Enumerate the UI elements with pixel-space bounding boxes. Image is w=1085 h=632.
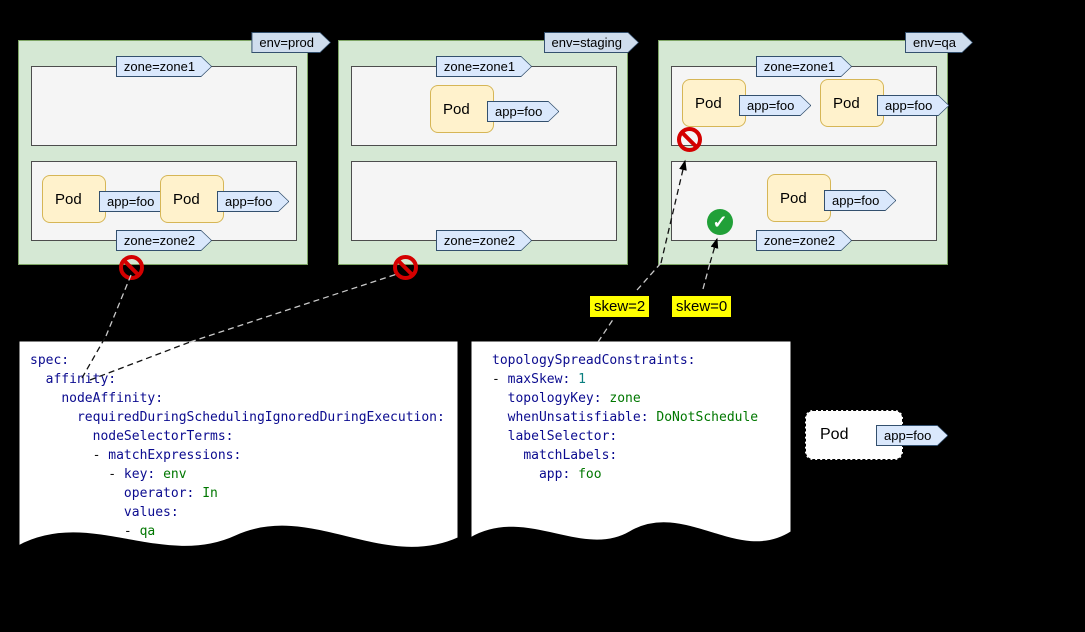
dashed-connector bbox=[189, 273, 398, 343]
skew-2-label: skew=2 bbox=[590, 296, 650, 317]
app-foo-tag: app=foo bbox=[876, 425, 948, 446]
zone2-tag: zone=zone2 bbox=[436, 230, 532, 251]
zone1-tag: zone=zone1 bbox=[756, 56, 852, 77]
topologyspread-yaml-code: topologySpreadConstraints:- maxSkew: 1 t… bbox=[492, 353, 759, 482]
env-prod-tag: env=prod bbox=[251, 32, 331, 53]
cluster-staging: env=staging zone=zone1 Pod app=foo zone=… bbox=[338, 40, 628, 265]
pod-label: Pod bbox=[55, 190, 82, 208]
dashed-connector bbox=[702, 262, 711, 290]
pod-label: Pod bbox=[833, 94, 860, 112]
zone1-tag: zone=zone1 bbox=[116, 56, 212, 77]
env-qa-tag: env=qa bbox=[905, 32, 973, 53]
zone2-tag: zone=zone2 bbox=[116, 230, 212, 251]
dashed-connector bbox=[597, 317, 615, 343]
env-staging-tag: env=staging bbox=[544, 32, 639, 53]
nodeaffinity-yaml-paper bbox=[18, 340, 459, 549]
dashed-connector bbox=[105, 274, 132, 337]
prod-zone2-box: Pod app=foo Pod app=foo zone=zone2 bbox=[31, 161, 297, 241]
allowed-icon: ✓ bbox=[707, 209, 733, 235]
app-foo-tag: app=foo bbox=[487, 101, 559, 122]
pod: Pod app=foo bbox=[820, 79, 884, 127]
pod-label: Pod bbox=[443, 100, 470, 118]
prohibited-icon bbox=[677, 127, 702, 152]
pod: Pod app=foo bbox=[160, 175, 224, 223]
zone2-tag: zone=zone2 bbox=[756, 230, 852, 251]
pod: Pod app=foo bbox=[767, 174, 831, 222]
app-foo-tag: app=foo bbox=[877, 95, 949, 116]
pod: Pod app=foo bbox=[42, 175, 106, 223]
cluster-qa: env=qa zone=zone1 Pod app=foo Pod app=fo… bbox=[658, 40, 948, 265]
app-foo-tag: app=foo bbox=[824, 190, 896, 211]
staging-zone2-box: zone=zone2 bbox=[351, 161, 617, 241]
pod-label: Pod bbox=[695, 94, 722, 112]
nodeaffinity-yaml-code: spec: affinity: nodeAffinity: requiredDu… bbox=[30, 353, 445, 539]
cluster-prod: env=prod zone=zone1 Pod app=foo Pod app=… bbox=[18, 40, 308, 265]
pod: Pod app=foo bbox=[682, 79, 746, 127]
prod-zone1-box: zone=zone1 bbox=[31, 66, 297, 146]
skew-0-label: skew=0 bbox=[672, 296, 732, 317]
app-foo-tag: app=foo bbox=[217, 191, 289, 212]
app-foo-tag: app=foo bbox=[99, 191, 171, 212]
pod-label: Pod bbox=[820, 426, 849, 443]
pod-label: Pod bbox=[780, 189, 807, 207]
incoming-pod: Pod app=foo bbox=[805, 410, 903, 460]
pod: Pod app=foo bbox=[430, 85, 494, 133]
zone1-tag: zone=zone1 bbox=[436, 56, 532, 77]
dashed-connector bbox=[636, 262, 662, 291]
pod-label: Pod bbox=[173, 190, 200, 208]
app-foo-tag: app=foo bbox=[739, 95, 811, 116]
qa-zone2-box: Pod app=foo zone=zone2 bbox=[671, 161, 937, 241]
qa-zone1-box: zone=zone1 Pod app=foo Pod app=foo bbox=[671, 66, 937, 146]
topologyspread-yaml-paper bbox=[470, 340, 792, 543]
staging-zone1-box: zone=zone1 Pod app=foo bbox=[351, 66, 617, 146]
prohibited-icon bbox=[393, 255, 418, 280]
prohibited-icon bbox=[119, 255, 144, 280]
